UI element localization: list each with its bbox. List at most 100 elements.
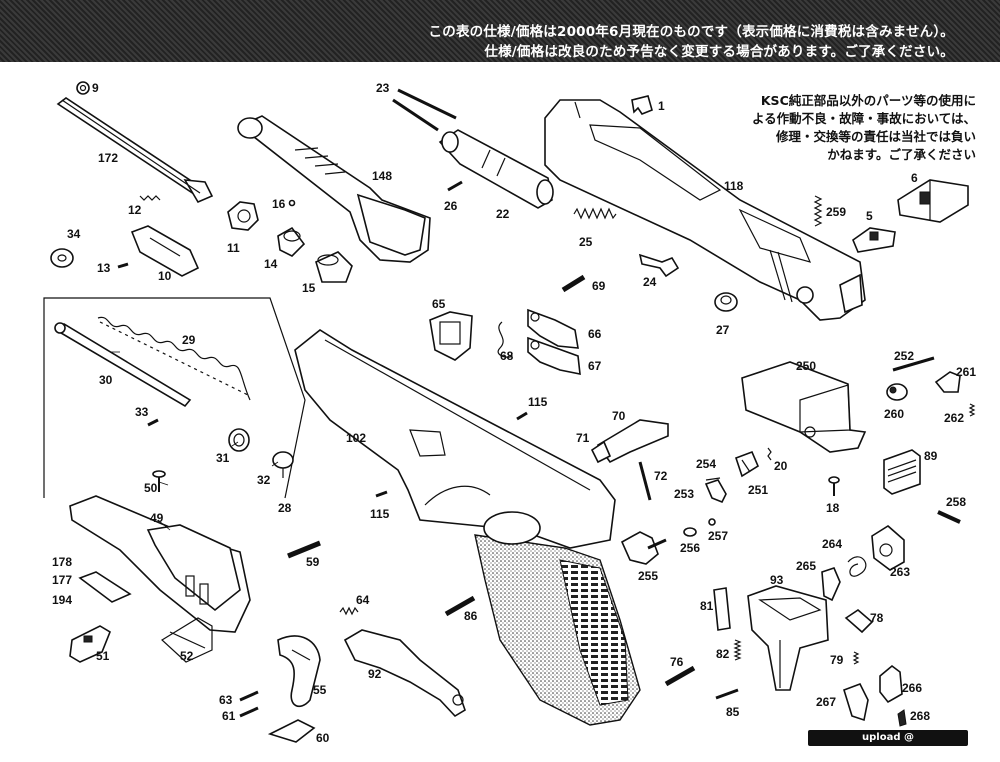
disclaimer-line-4: かねます。ご了承ください (827, 147, 976, 162)
cylinder-22 (438, 129, 554, 209)
pin-258 (937, 510, 961, 524)
label-92: 92 (368, 667, 382, 681)
part-254 (705, 477, 721, 481)
header-bar: この表の仕様/価格は2000年6月現在のものです（表示価格に消費税は含みません）… (0, 0, 1000, 62)
guide-rod-30 (54, 322, 192, 408)
part-261 (934, 371, 961, 393)
part-78 (844, 608, 874, 634)
label-22: 22 (496, 207, 510, 221)
bushing-14 (277, 226, 306, 257)
pin-63 (239, 690, 259, 702)
label-51: 51 (96, 649, 110, 663)
label-253: 253 (674, 487, 694, 501)
pin-16 (288, 199, 296, 207)
label-63: 63 (219, 693, 233, 707)
part-253 (704, 479, 727, 504)
part-51 (69, 625, 111, 663)
pin-13 (117, 262, 129, 269)
disclaimer-line-3: 修理・交換等の責任は当社では負い (775, 129, 976, 144)
header-notice-line-1: この表の仕様/価格は2000年6月現在のものです（表示価格に消費税は含みません）… (428, 24, 954, 40)
label-12: 12 (128, 203, 142, 217)
label-93: 93 (770, 573, 784, 587)
housing-250 (741, 361, 867, 453)
label-31: 31 (216, 451, 230, 465)
frame-102 (294, 329, 641, 726)
label-268: 268 (910, 709, 930, 723)
pin-86 (444, 595, 476, 617)
disclaimer-line-1: KSC純正部品以外のパーツ等の使用に (760, 93, 976, 108)
pin-33 (147, 418, 159, 427)
front-sight-5 (852, 227, 896, 253)
label-18: 18 (826, 501, 840, 515)
label-32: 32 (257, 473, 271, 487)
hammer-263 (871, 525, 905, 571)
label-70: 70 (612, 409, 626, 423)
part-60 (267, 719, 316, 743)
label-11: 11 (227, 241, 240, 255)
label-72: 72 (654, 469, 668, 483)
washer-9 (76, 81, 90, 95)
label-78: 78 (870, 611, 884, 625)
label-34: 34 (67, 227, 81, 241)
bushing-31 (228, 428, 250, 452)
part-267 (843, 682, 869, 722)
label-14: 14 (264, 257, 278, 271)
label-49: 49 (150, 511, 164, 525)
label-82: 82 (716, 647, 730, 661)
pin-59 (287, 540, 321, 559)
label-79: 79 (830, 653, 844, 667)
spring-64 (339, 606, 359, 616)
label-66: 66 (588, 327, 602, 341)
label-13: 13 (97, 261, 111, 275)
pin-76 (664, 665, 696, 687)
part-81 (713, 587, 731, 631)
rear-sight-1 (631, 95, 653, 115)
part-71 (590, 440, 612, 464)
magazine-49 (69, 495, 251, 633)
outer-barrel-172 (56, 97, 214, 204)
spring-79 (852, 651, 860, 665)
rod-72 (638, 461, 652, 501)
label-61: 61 (222, 709, 236, 723)
part-177 (78, 571, 132, 603)
spring-264 (847, 556, 867, 577)
label-1: 1 (658, 99, 665, 113)
housing-93 (747, 585, 829, 691)
disclaimer-line-2: よる作動不良・故障・事故においては、 (751, 111, 976, 126)
label-115a: 115 (528, 395, 548, 409)
label-266: 266 (902, 681, 922, 695)
label-255: 255 (638, 569, 658, 583)
label-263: 263 (890, 565, 910, 579)
label-69: 69 (592, 279, 606, 293)
trigger-bar-92 (343, 629, 466, 718)
cap-27 (714, 292, 738, 312)
knob-255 (620, 531, 667, 565)
pin-115a (516, 411, 528, 421)
pin-61 (239, 706, 259, 718)
label-64: 64 (356, 593, 370, 607)
part-labels: 9 172 12 34 13 10 11 16 14 15 148 23 26 … (52, 81, 976, 745)
label-259: 259 (826, 205, 846, 219)
part-89 (883, 449, 921, 495)
label-52: 52 (180, 649, 194, 663)
label-257: 257 (708, 529, 728, 543)
part-266 (879, 664, 903, 704)
label-33: 33 (135, 405, 149, 419)
pin-85 (715, 688, 739, 700)
spring-12 (139, 195, 161, 201)
screw-50 (152, 470, 166, 492)
label-86: 86 (464, 609, 478, 623)
part-11 (227, 201, 259, 231)
rods-23 (392, 88, 457, 132)
part-52 (161, 617, 213, 663)
label-50: 50 (144, 481, 158, 495)
header-notice-line-2: 仕様/価格は改良のため予告なく変更する場合があります。ご了承ください。 (484, 44, 954, 60)
part-268 (897, 709, 907, 727)
pin-26 (447, 180, 463, 192)
label-89: 89 (924, 449, 938, 463)
ball-257 (708, 518, 716, 526)
watermark: upload @ CivilianGunner.com (808, 730, 968, 759)
label-260: 260 (884, 407, 904, 421)
trigger-55 (277, 635, 321, 708)
label-250: 250 (796, 359, 816, 373)
